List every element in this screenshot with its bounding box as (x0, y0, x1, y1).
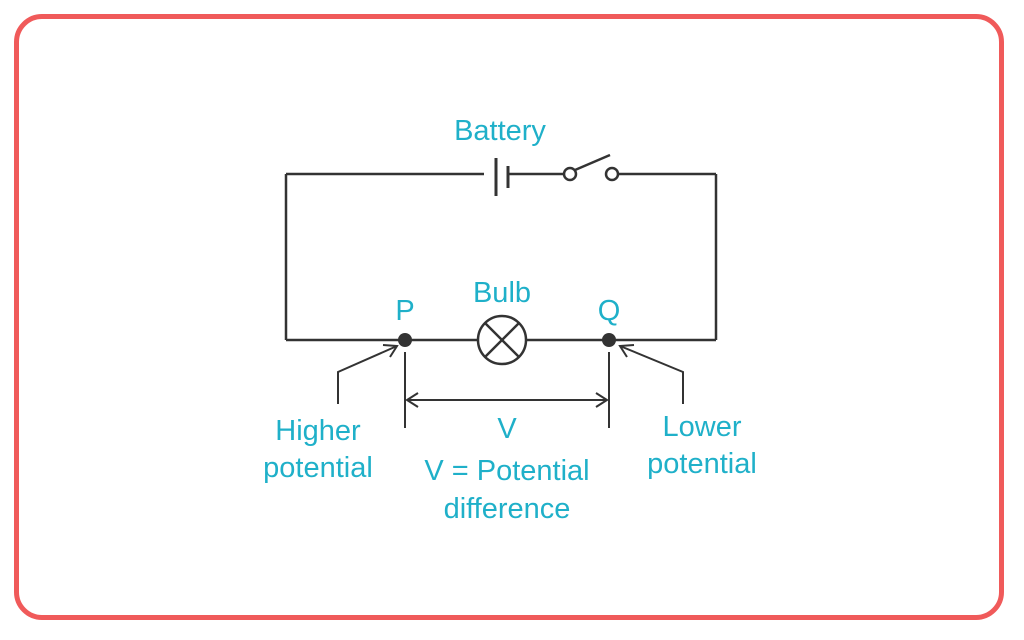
definition-line1: V = Potential (424, 455, 589, 487)
voltage-label: V (497, 413, 517, 445)
point-q-dot (602, 333, 616, 347)
battery-label: Battery (454, 115, 546, 147)
point-q-label: Q (598, 295, 621, 327)
switch-lever (574, 153, 611, 172)
lower-potential-line2: potential (647, 448, 757, 480)
higher-potential-line1: Higher (275, 415, 361, 447)
pointer-lower-line (619, 345, 684, 404)
switch-terminal-left (562, 166, 578, 182)
pointer-higher-head (382, 344, 399, 358)
point-p-label: P (395, 295, 414, 327)
point-p-dot (398, 333, 412, 347)
measurement-lines (404, 352, 610, 428)
measure-arrowhead-right (595, 392, 609, 408)
definition-line2: difference (444, 493, 571, 525)
measure-arrowhead-left (405, 392, 419, 408)
pointer-arrows (337, 344, 684, 404)
bulb-label: Bulb (473, 277, 531, 309)
switch-terminal-right (604, 166, 620, 182)
bulb-cross-b (484, 322, 520, 358)
circuit-wires (284, 153, 718, 366)
pointer-lower-head (618, 344, 635, 358)
higher-potential-line2: potential (263, 452, 373, 484)
pointer-higher-line (337, 345, 398, 404)
lower-potential-line1: Lower (663, 411, 742, 443)
